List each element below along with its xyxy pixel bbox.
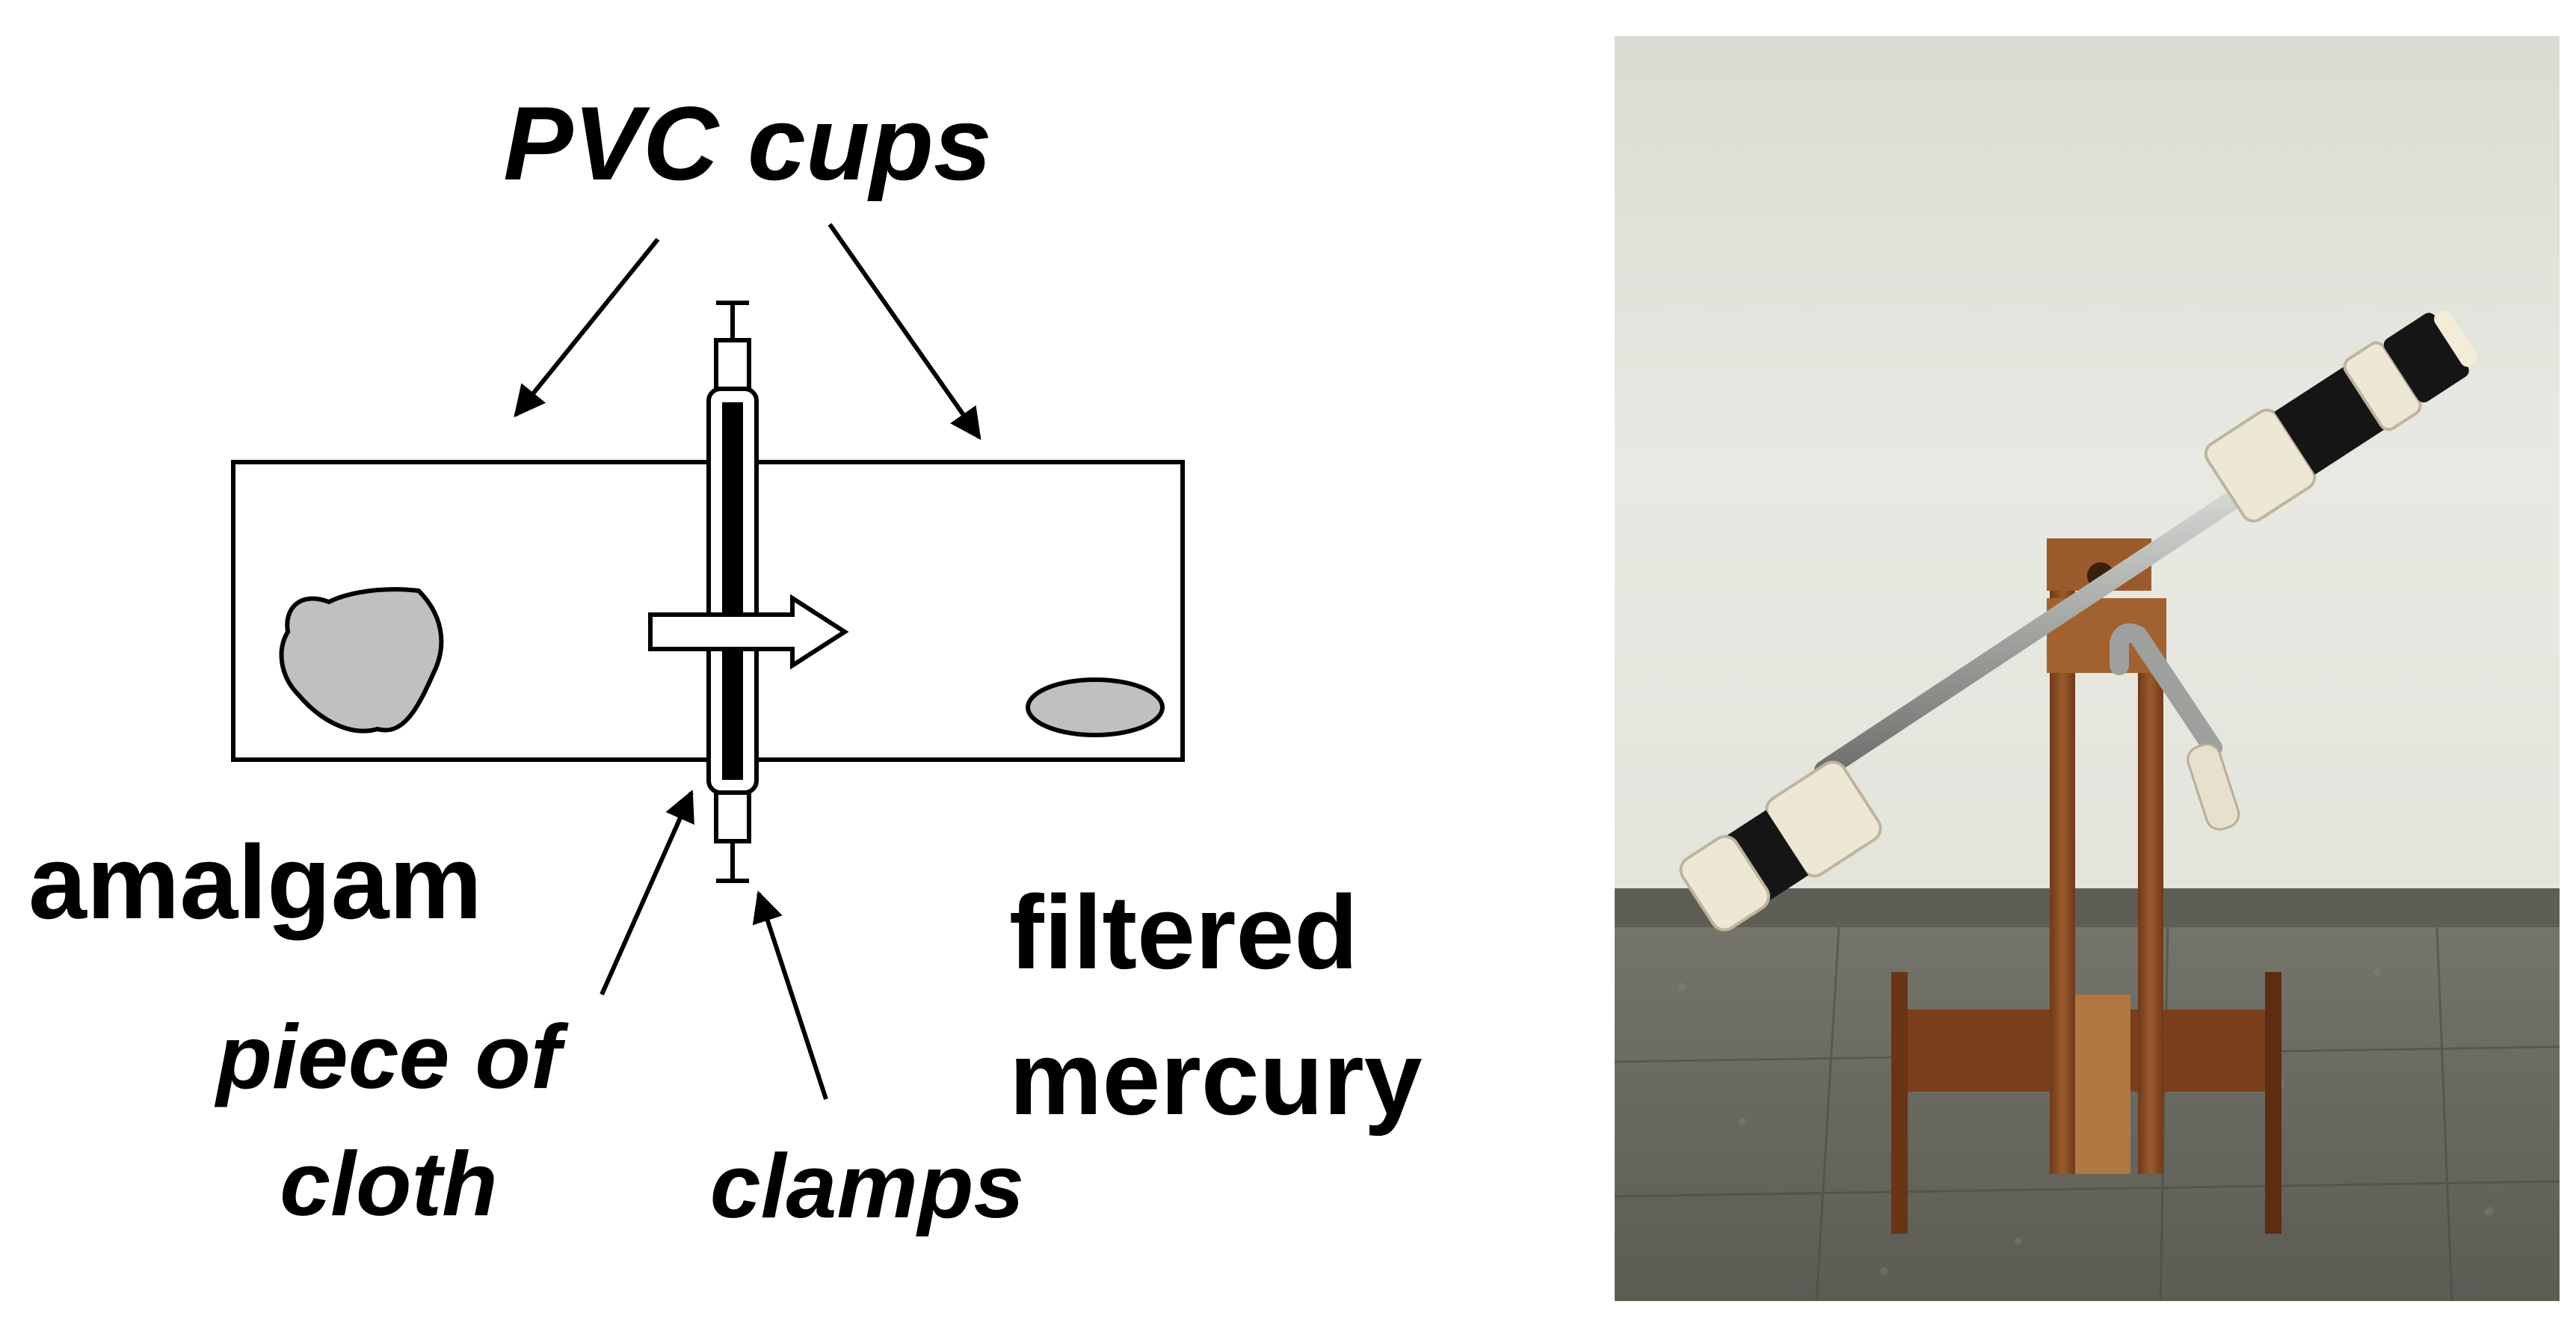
label-clamps: clamps (710, 1135, 1024, 1237)
label-filtered-mercury-line1: filtered (1009, 873, 1358, 991)
arrow-to-right-cup (828, 223, 982, 440)
amalgam-lump (279, 587, 444, 734)
schematic-diagram: PVC cups amalgam (28, 84, 1423, 1237)
photo-wall (1615, 36, 2560, 888)
photo-steel-shaft (1814, 484, 2252, 780)
label-amalgam: amalgam (28, 823, 482, 941)
mercury-filtering-device-photo (1615, 36, 2560, 1301)
photo-crank (2110, 623, 2222, 757)
label-piece-of-cloth-line1: piece of (214, 1006, 568, 1107)
flow-direction-arrow (648, 594, 849, 670)
clamp-assembly (706, 301, 759, 883)
label-piece-of-cloth-line2: cloth (280, 1133, 497, 1235)
label-filtered-mercury-line2: mercury (1009, 1019, 1423, 1137)
filtered-mercury-drop (1026, 677, 1165, 737)
label-pvc-cups: PVC cups (503, 84, 992, 202)
arrow-cloth (600, 790, 694, 996)
photo-lower-pvc-cup (1679, 760, 1882, 932)
arrow-clamps (752, 891, 828, 1100)
photo-upper-pvc-cup (2204, 310, 2478, 523)
cloth-piece (722, 402, 743, 780)
arrow-to-left-cup (514, 238, 660, 418)
photo-crank-grip (2187, 743, 2240, 831)
